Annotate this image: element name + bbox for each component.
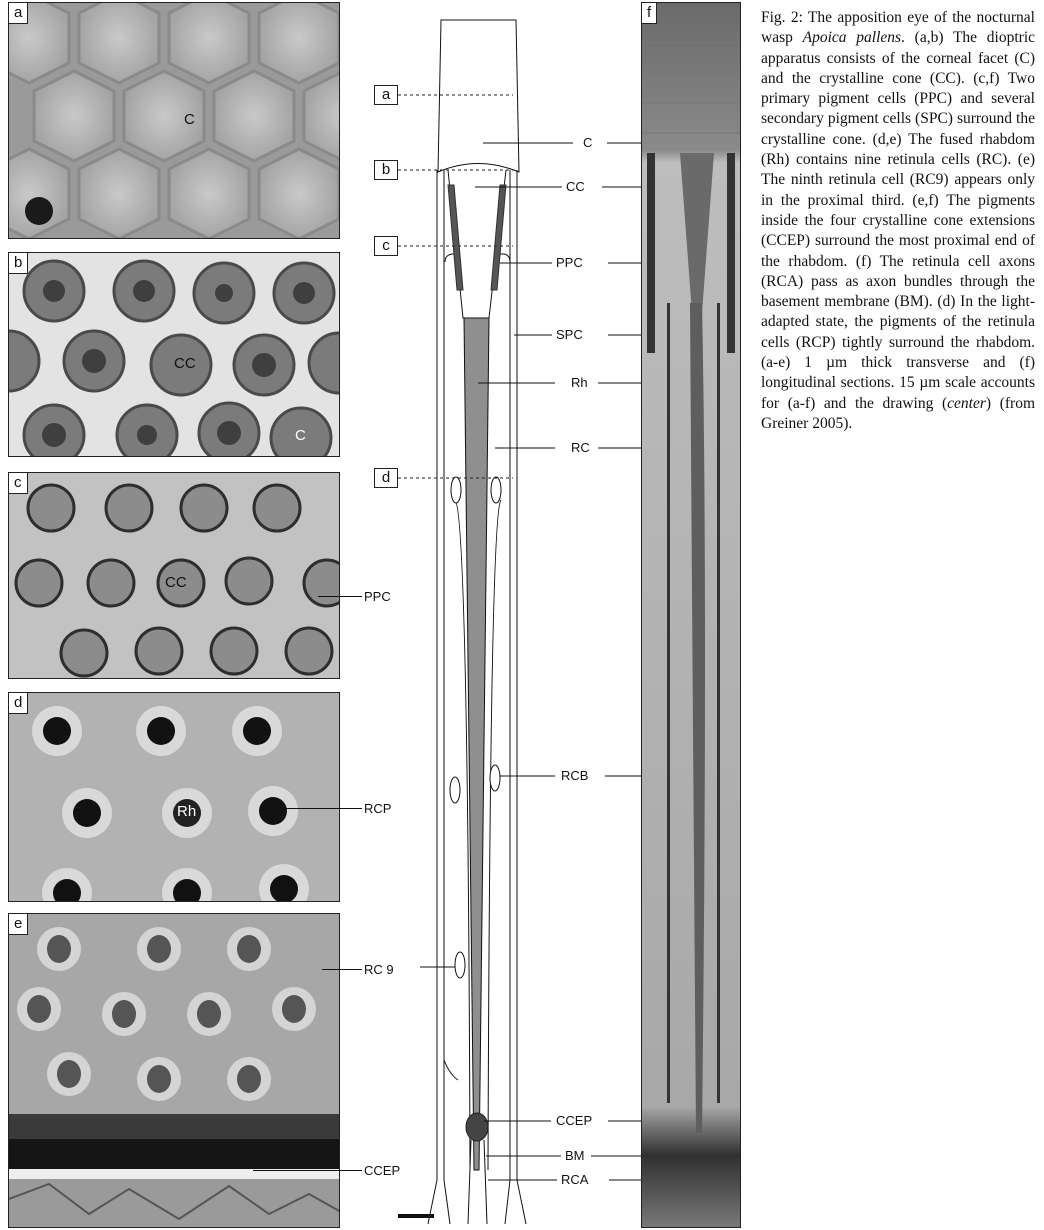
- figure-caption: Fig. 2: The apposition eye of the noctur…: [761, 8, 1035, 434]
- panel-f-label: f: [642, 3, 657, 24]
- drawing-label-retinula-cell: RC: [571, 440, 590, 455]
- drawing-label-primary-pigment: PPC: [556, 255, 583, 270]
- drawing-label-secondary-pigment: SPC: [556, 327, 583, 342]
- section-marker-a: a: [374, 85, 398, 105]
- drawing-label-axons: RCA: [561, 1172, 588, 1187]
- drawing-label-ccep: CCEP: [556, 1113, 592, 1128]
- drawing-label-basement-membrane: BM: [565, 1148, 585, 1163]
- drawing-label-crystalline-cone: CC: [566, 179, 585, 194]
- caption-species-name: Apoica pallens: [803, 29, 901, 46]
- caption-center-word: center: [947, 395, 986, 412]
- drawing-label-rhabdom: Rh: [571, 375, 588, 390]
- section-marker-c: c: [374, 236, 398, 256]
- longitudinal-section-image: [642, 3, 741, 1228]
- panel-f-micrograph: f: [641, 2, 741, 1228]
- drawing-label-cornea: C: [583, 135, 592, 150]
- section-marker-b: b: [374, 160, 398, 180]
- section-marker-d: d: [374, 468, 398, 488]
- scale-bar: [398, 1214, 434, 1218]
- caption-part-2: . (a,b) The dioptric apparatus consists …: [761, 29, 1035, 411]
- drawing-label-rcb: RCB: [561, 768, 588, 783]
